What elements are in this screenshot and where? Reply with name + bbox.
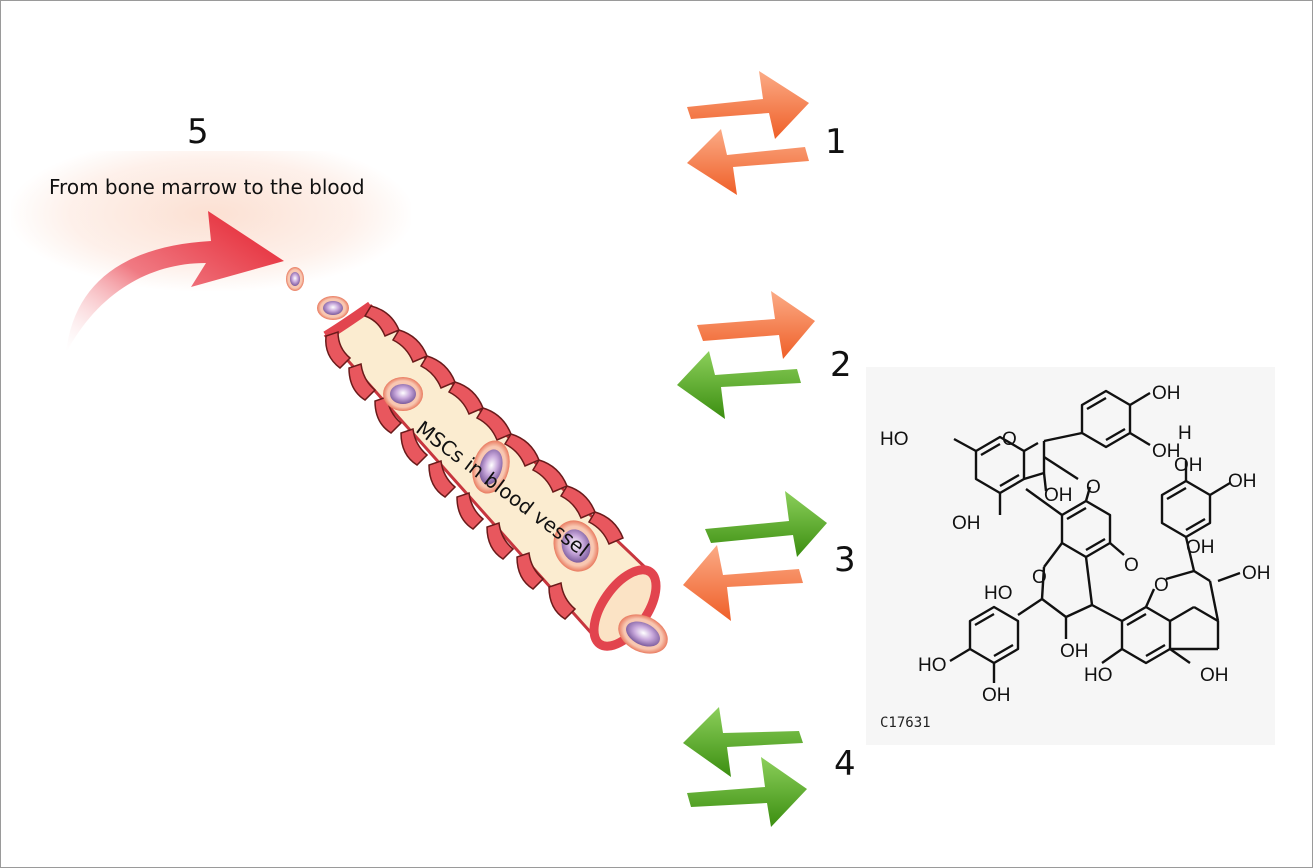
atom-label: OH (982, 685, 1011, 706)
atom-label: O (1124, 555, 1139, 576)
arrow-left-orange-icon (683, 545, 803, 621)
arrow-pair-4 (683, 707, 807, 827)
blood-vessel-illustration (286, 267, 668, 654)
atom-label: OH (1200, 665, 1229, 686)
arrow-right-orange-icon (687, 71, 809, 139)
arrow-left-green-icon (677, 351, 801, 419)
atom-label: O (1086, 477, 1101, 498)
marker-5: 5 (187, 112, 209, 152)
atom-label: OH (1186, 537, 1215, 558)
atom-label: OH (1228, 471, 1257, 492)
arrow-right-green-icon (687, 757, 807, 827)
arrow-pair-3 (683, 491, 827, 621)
marker-2: 2 (830, 345, 852, 385)
atom-label: HO (880, 429, 909, 450)
arrow-right-orange-icon (697, 291, 815, 359)
bone-marrow-caption: From bone marrow to the blood (49, 175, 365, 199)
atom-label: O (1032, 567, 1047, 588)
atom-label: HO (918, 655, 947, 676)
chemical-structure-panel: OH OH HO O O OH OH H O OH O OH O OH OH H… (866, 367, 1275, 745)
atom-label: OH (1174, 455, 1203, 476)
procyanidin-structure-diagram: OH OH HO O O OH OH H O OH O OH O OH OH H… (880, 383, 1271, 706)
marker-3: 3 (834, 540, 856, 580)
atom-label: OH (1242, 563, 1271, 584)
arrow-left-green-icon (683, 707, 803, 777)
marker-4: 4 (834, 744, 856, 784)
arrow-left-orange-icon (687, 129, 809, 195)
arrow-right-green-icon (705, 491, 827, 557)
atom-label: OH (1060, 641, 1089, 662)
marker-1: 1 (825, 122, 847, 162)
atom-label: OH (1152, 383, 1181, 404)
atom-label: HO (1084, 665, 1113, 686)
arrow-pair-2 (677, 291, 815, 419)
arrow-pair-1 (687, 71, 809, 195)
atom-label: O (1002, 429, 1017, 450)
atom-label: OH (1044, 485, 1073, 506)
compound-id: C17631 (880, 715, 931, 731)
atom-label: OH (952, 513, 981, 534)
atom-label: OH (1152, 441, 1181, 462)
curved-red-arrow-icon (66, 211, 284, 353)
atom-label: H (1178, 423, 1192, 444)
atom-label: HO (984, 583, 1013, 604)
atom-label: O (1154, 575, 1169, 596)
